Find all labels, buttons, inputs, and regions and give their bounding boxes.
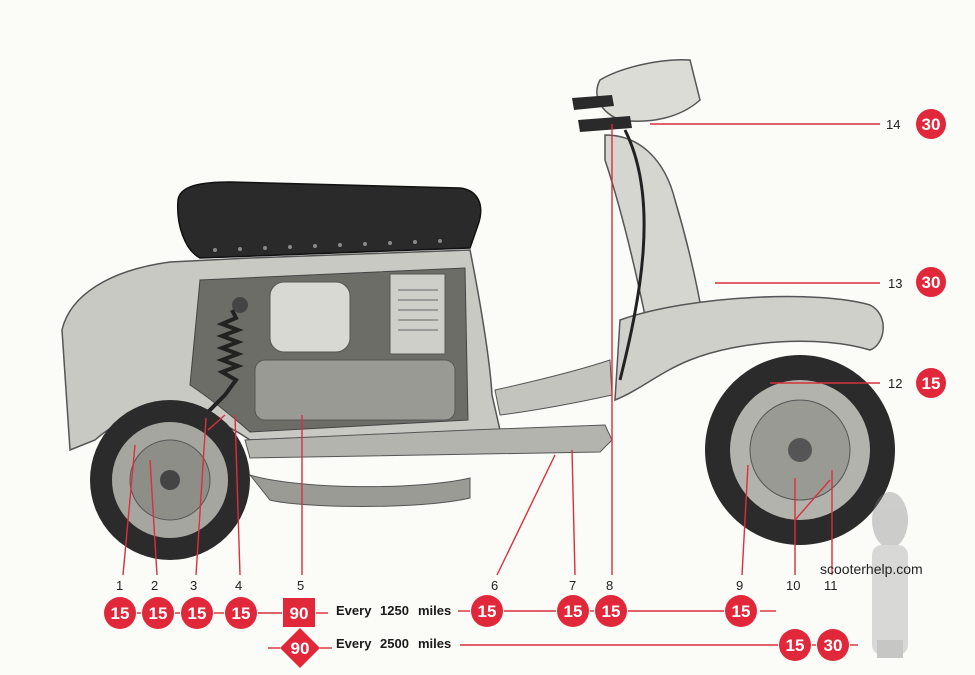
schedule-labels: Every 1250 miles Every 2500 miles [336, 603, 451, 651]
schedule-row-1-badges: 15 15 15 15 90 15 15 15 15 [104, 595, 757, 629]
row1-badge-8: 15 [602, 602, 621, 621]
callout-numbers-bottom: 1 2 3 4 5 6 7 8 9 10 11 [116, 578, 838, 593]
badge-13-interval: 30 [922, 273, 941, 292]
callout-8: 8 [606, 578, 613, 593]
row1-value: 1250 [380, 603, 409, 618]
badge-circle [916, 109, 946, 139]
row1-badge-7: 15 [564, 602, 583, 621]
callout-4: 4 [235, 578, 242, 593]
row1-badge-3: 15 [188, 604, 207, 623]
callout-14: 14 [886, 117, 900, 132]
row1-badge-6: 15 [478, 602, 497, 621]
row2-value: 2500 [380, 636, 409, 651]
row1-badge-1: 15 [111, 604, 130, 623]
callout-12: 12 [888, 376, 902, 391]
badge-diamond [280, 628, 320, 668]
row1-badge-2: 15 [149, 604, 168, 623]
callout-11: 11 [824, 578, 838, 593]
headset [596, 59, 701, 122]
row1-badge-5: 90 [290, 604, 309, 623]
control-cable [618, 129, 646, 381]
handlebar-grip [572, 95, 614, 110]
badge-circle [142, 597, 174, 629]
row2-every: Every [336, 636, 372, 651]
badge-circle [817, 629, 849, 661]
callout-7: 7 [569, 578, 576, 593]
engine-casing [254, 359, 456, 421]
frame-tube [494, 359, 613, 416]
row2-badge-2: 15 [786, 636, 805, 655]
legshield [604, 134, 706, 341]
callout-13: 13 [888, 276, 902, 291]
rear-wheel [90, 400, 250, 560]
row1-every: Every [336, 603, 372, 618]
row2-badge-3: 30 [824, 636, 843, 655]
row1-badge-9: 15 [732, 602, 751, 621]
badge-circle [471, 595, 503, 627]
badge-circle [595, 595, 627, 627]
callout-6: 6 [491, 578, 498, 593]
callouts-right: 12 13 14 30 30 15 [886, 109, 946, 398]
handlebar-grip-lower [578, 116, 632, 132]
scooter-illustration [61, 59, 908, 658]
battery-box [389, 273, 446, 355]
badge-square [283, 598, 315, 627]
badge-circle [557, 595, 589, 627]
front-mudguard [614, 295, 884, 402]
watermark-scooter-icon [872, 492, 908, 658]
badge-12-interval: 15 [922, 374, 941, 393]
callout-1: 1 [116, 578, 123, 593]
callout-2: 2 [151, 578, 158, 593]
row1-badge-4: 15 [232, 604, 251, 623]
badge-circle [104, 597, 136, 629]
badge-circle [225, 597, 257, 629]
badge-14-interval: 30 [922, 115, 941, 134]
badge-circle [916, 267, 946, 297]
front-wheel [705, 355, 895, 545]
badge-circle [779, 629, 811, 661]
callout-3: 3 [190, 578, 197, 593]
row2-unit: miles [418, 636, 451, 651]
badge-circle [916, 368, 946, 398]
badge-circle [181, 597, 213, 629]
callout-10: 10 [786, 578, 800, 593]
leader-lines [122, 123, 880, 649]
exhaust [248, 474, 471, 507]
seat [176, 181, 482, 259]
badge-circle [725, 595, 757, 627]
callout-9: 9 [736, 578, 743, 593]
watermark-text: scooterhelp.com [820, 561, 923, 577]
callout-5: 5 [297, 578, 304, 593]
row1-unit: miles [418, 603, 451, 618]
engine-block [269, 281, 351, 353]
row2-badge-1: 90 [291, 639, 310, 658]
rear-shock [203, 309, 244, 417]
schedule-row-2-badges: 90 15 30 [280, 628, 849, 668]
